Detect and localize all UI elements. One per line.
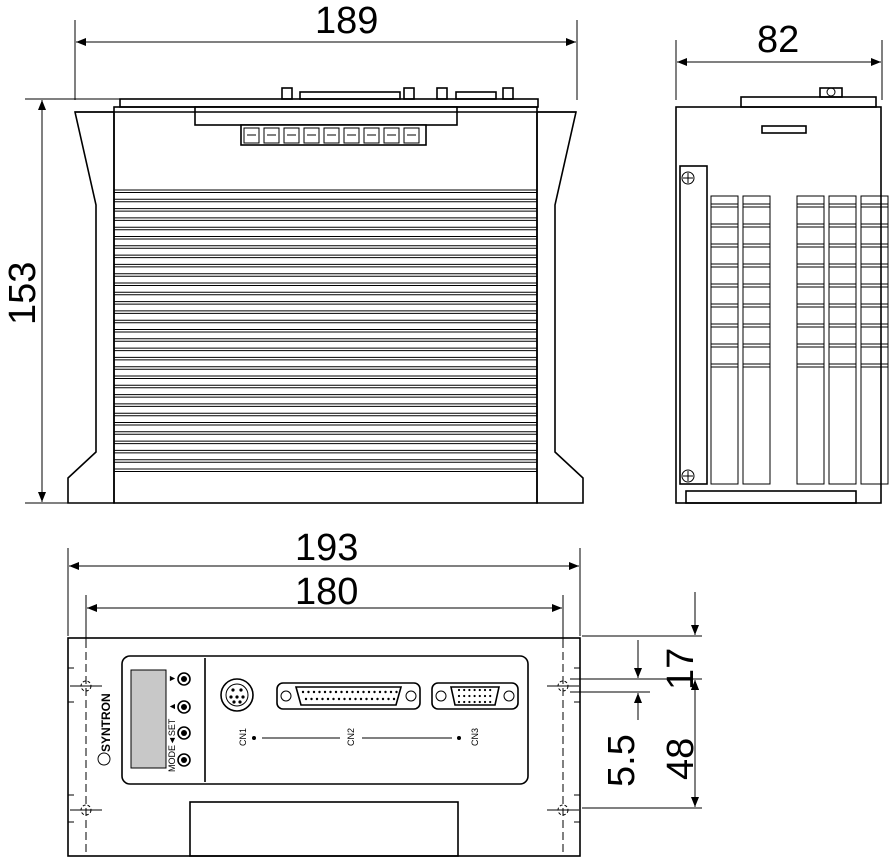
side-fin [828, 195, 857, 485]
terminal-screw [323, 127, 340, 144]
down-key-label: ▼ [167, 674, 177, 683]
up-key-label: ▲ [167, 702, 177, 711]
side-fin [710, 195, 739, 485]
dim-48-label: 48 [660, 738, 702, 780]
panel-view: SYNTRON ▼ ▲ ◄SET MODE [67, 637, 581, 857]
terminal-screw [403, 127, 420, 144]
dim-front-width: 189 [74, 0, 578, 100]
dim-side-width: 82 [675, 19, 883, 100]
cn3-connector [431, 682, 519, 710]
cn3-label: CN3 [470, 728, 480, 746]
mode-key[interactable] [177, 753, 191, 767]
heatsink-fins [114, 189, 537, 472]
side-fin [742, 195, 771, 485]
mode-key-label: MODE [167, 745, 177, 772]
dim-189-label: 189 [315, 0, 378, 42]
terminal-screw [383, 127, 400, 144]
terminal-screw [263, 127, 280, 144]
terminal-screw [283, 127, 300, 144]
cn1-connector [220, 678, 254, 712]
terminal-screw [243, 127, 260, 144]
set-key-label: ◄SET [167, 718, 177, 745]
lcd-display [130, 669, 167, 769]
terminal-screw [343, 127, 360, 144]
side-fin [796, 195, 825, 485]
terminal-screw [363, 127, 380, 144]
dim-front-height: 153 [2, 98, 120, 504]
side-view [675, 87, 889, 504]
brand-text: SYNTRON [99, 693, 113, 752]
dim-180-label: 180 [295, 571, 358, 613]
terminal-block [243, 127, 420, 144]
connector-labels: CN1 CN2 CN3 [238, 728, 480, 746]
terminal-screw [303, 127, 320, 144]
dim-5-5-label: 5.5 [601, 734, 643, 787]
side-fin [860, 195, 889, 485]
set-key[interactable] [177, 726, 191, 740]
cn2-connector [276, 682, 421, 710]
dim-153-label: 153 [2, 262, 44, 325]
keypad: ▼ ▲ ◄SET MODE [167, 672, 191, 772]
dim-17-label: 17 [660, 648, 702, 690]
cn2-label: CN2 [346, 728, 356, 746]
up-key[interactable] [177, 700, 191, 714]
dim-82-label: 82 [757, 19, 799, 61]
down-key[interactable] [177, 672, 191, 686]
dim-bottom-outer-width: 193 [67, 527, 581, 636]
cn1-label: CN1 [238, 728, 248, 746]
dim-193-label: 193 [295, 527, 358, 569]
front-view [67, 87, 584, 504]
dim-bottom-inner-width: 180 [85, 571, 564, 640]
brand-logo: SYNTRON [97, 693, 113, 766]
side-fins [710, 195, 889, 485]
dim-bottom-right: 17 5.5 48 [570, 592, 702, 809]
